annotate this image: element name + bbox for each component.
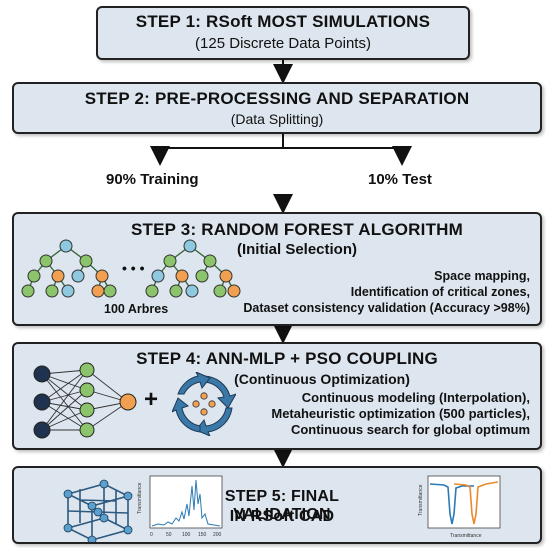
step3-detail-2: Identification of critical zones, xyxy=(350,285,530,299)
step4-subtitle: (Continuous Optimization) xyxy=(234,371,410,387)
plot1-ylabel: Transmittance xyxy=(137,482,143,514)
pso-cycle-icon xyxy=(172,372,236,436)
step2-subtitle: (Data Splitting) xyxy=(230,111,324,127)
transmittance-dips-plot: Transmittance Transmittance xyxy=(418,475,501,539)
tree-ellipsis: • • • xyxy=(122,260,145,276)
transmittance-spectrum-plot: Transmittance 0 50 100 150 200 xyxy=(137,475,223,538)
random-forest-trees xyxy=(21,239,241,298)
step4-details: Continuous modeling (Interpolation), Met… xyxy=(230,390,530,438)
neural-network-icon xyxy=(33,362,137,439)
step3-details: Space mapping, Identification of critica… xyxy=(230,268,530,316)
plot1-tick: 100 xyxy=(182,532,191,538)
tree-node xyxy=(59,239,73,253)
plot2-xlabel: Transmittance xyxy=(450,533,482,539)
step5-box: Transmittance 0 50 100 150 200 STEP 5: F… xyxy=(12,466,542,544)
step2-title: STEP 2: PRE-PROCESSING AND SEPARATION xyxy=(84,89,470,108)
test-label: 10% Test xyxy=(368,171,432,188)
trees-count-label: 100 Arbres xyxy=(104,302,169,316)
step4-detail-3: Continuous search for global optimum xyxy=(290,422,530,437)
step4-detail-1: Continuous modeling (Interpolation), xyxy=(301,390,530,405)
step2-box: STEP 2: PRE-PROCESSING AND SEPARATION (D… xyxy=(12,82,542,134)
training-label: 90% Training xyxy=(106,171,199,188)
crystal-lattice-icon xyxy=(63,479,133,542)
step3-detail-1: Space mapping, xyxy=(434,269,530,283)
step1-subtitle: (125 Discrete Data Points) xyxy=(195,35,371,52)
step3-box: STEP 3: RANDOM FOREST ALGORITHM (Initial… xyxy=(12,212,542,326)
plus-sign: + xyxy=(144,386,159,413)
step5-title-line2: IN RSoft CAD xyxy=(229,508,335,525)
plot1-tick: 50 xyxy=(166,532,172,538)
step4-detail-2: Metaheuristic optimization (500 particle… xyxy=(271,406,530,421)
step4-title: STEP 4: ANN-MLP + PSO COUPLING xyxy=(136,349,438,368)
step3-title: STEP 3: RANDOM FOREST ALGORITHM xyxy=(130,220,464,239)
step1-box: STEP 1: RSoft MOST SIMULATIONS (125 Disc… xyxy=(96,6,470,60)
plot1-tick: 0 xyxy=(150,532,153,538)
step3-detail-3: Dataset consistency validation (Accuracy… xyxy=(243,301,530,315)
plot2-ylabel: Transmittance xyxy=(418,484,424,516)
step5-title-line1: STEP 5: FINAL VALIDATION xyxy=(224,488,340,523)
plot1-tick: 150 xyxy=(198,532,207,538)
plot1-tick: 200 xyxy=(213,532,222,538)
step3-subtitle: (Initial Selection) xyxy=(236,241,357,258)
step1-title: STEP 1: RSoft MOST SIMULATIONS xyxy=(135,12,431,31)
split-arrows xyxy=(160,134,402,149)
step4-box: STEP 4: ANN-MLP + PSO COUPLING (Continuo… xyxy=(12,342,542,450)
